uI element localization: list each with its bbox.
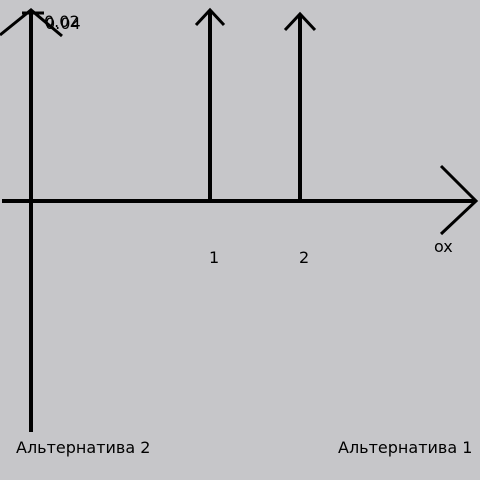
tick-label-2: 2 xyxy=(299,248,310,267)
alternative-2-caption: Альтернатива 2 xyxy=(16,438,151,457)
y-label-0-04: 0.04 xyxy=(45,14,81,33)
arrow-1-head xyxy=(194,7,226,27)
x-axis-label: ox xyxy=(434,237,453,256)
x-axis-arrowhead xyxy=(439,164,479,236)
tick-label-1: 1 xyxy=(209,248,220,267)
arrow-2-head xyxy=(283,11,317,32)
y-label-0-02: 0.02 xyxy=(44,12,80,31)
alternative-1-caption: Альтернатива 1 xyxy=(338,438,473,457)
y-axis-arrowhead xyxy=(0,8,63,38)
